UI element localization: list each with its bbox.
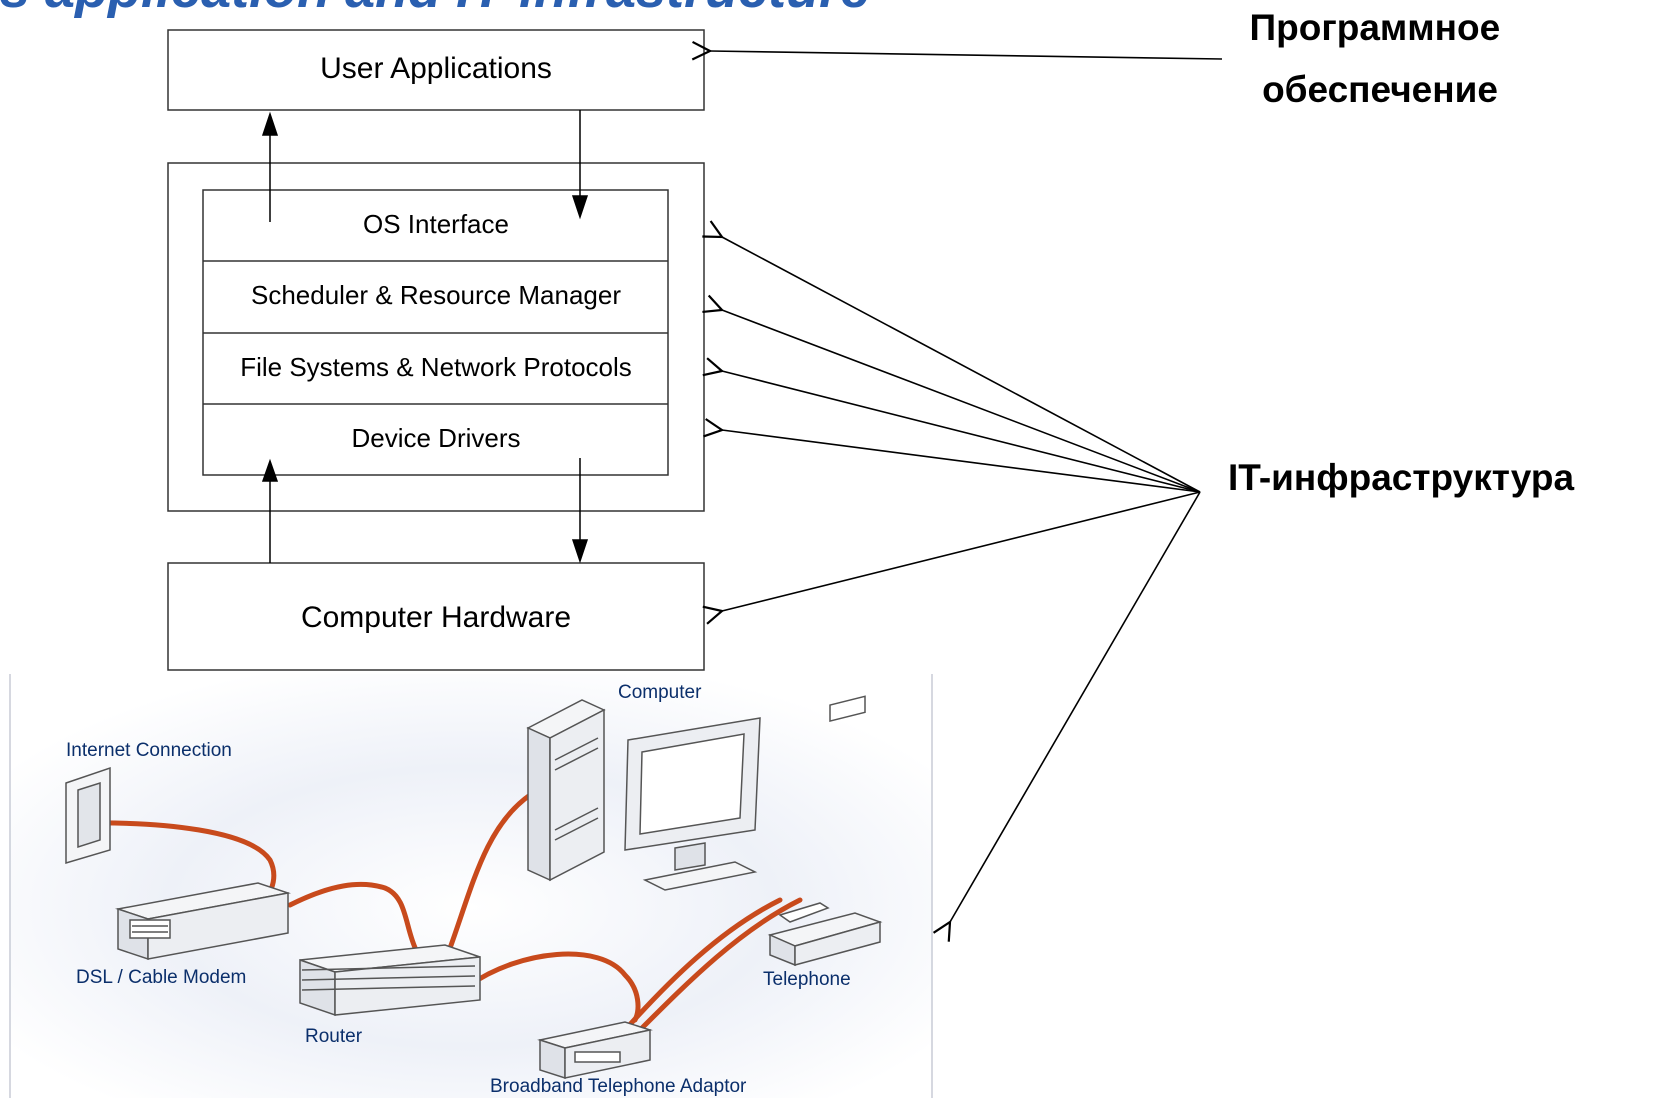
flow-arrows bbox=[261, 110, 589, 564]
file-systems-label: File Systems & Network Protocols bbox=[240, 352, 632, 382]
software-annotation: Программное обеспечение bbox=[1250, 7, 1511, 110]
adaptor-icon bbox=[537, 1021, 653, 1080]
software-annotation-line1: Программное bbox=[1250, 7, 1501, 48]
user-applications-box bbox=[167, 29, 705, 111]
user-applications-label: User Applications bbox=[320, 52, 552, 85]
computer-hardware-box bbox=[167, 562, 705, 671]
annotation-pointers bbox=[710, 51, 1223, 922]
device-drivers-label: Device Drivers bbox=[351, 423, 520, 453]
wall-jack-icon bbox=[65, 766, 111, 865]
telephone-icon bbox=[767, 695, 883, 967]
software-annotation-line2: обеспечение bbox=[1262, 69, 1498, 110]
network-illustration: Internet Connection DSL / Cable Modem Ro… bbox=[9, 674, 933, 1098]
modem-label: DSL / Cable Modem bbox=[76, 967, 246, 988]
modem-icon bbox=[115, 882, 291, 961]
computer-hardware-label: Computer Hardware bbox=[301, 601, 571, 634]
adaptor-label: Broadband Telephone Adaptor bbox=[490, 1076, 747, 1097]
computer-tower-icon bbox=[526, 699, 606, 882]
it-infrastructure-annotation: IT-инфраструктура bbox=[1228, 457, 1574, 498]
monitor-icon bbox=[624, 717, 761, 891]
scheduler-label: Scheduler & Resource Manager bbox=[251, 280, 621, 310]
computer-label: Computer bbox=[618, 682, 702, 703]
router-icon bbox=[299, 944, 481, 1017]
telephone-label: Telephone bbox=[763, 969, 851, 990]
page-title: s application and IT infrastructure bbox=[0, 0, 1678, 28]
router-label: Router bbox=[305, 1026, 363, 1047]
os-interface-label: OS Interface bbox=[363, 209, 509, 239]
internet-connection-label: Internet Connection bbox=[66, 740, 232, 761]
